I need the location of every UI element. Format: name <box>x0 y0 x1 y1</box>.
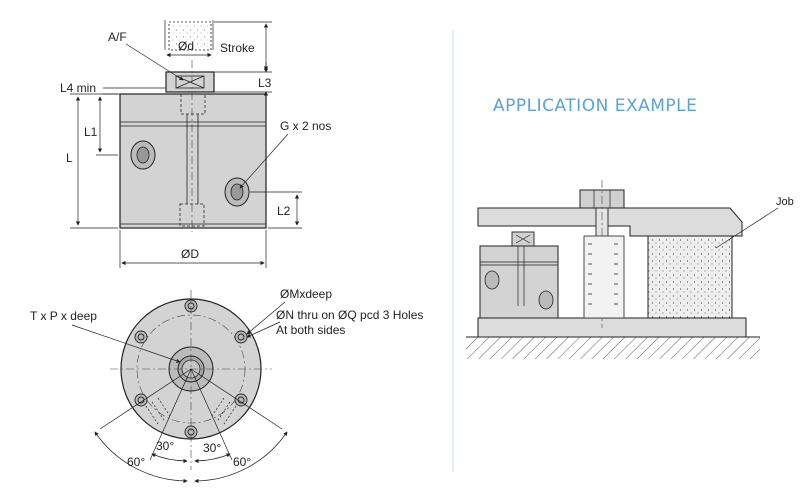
label-oD: ØD <box>181 247 199 261</box>
label-l4min: L4 min <box>60 81 96 95</box>
label-angle-30-right: 30° <box>203 441 221 455</box>
label-stroke: Stroke <box>220 41 255 55</box>
label-angle-60-right: 60° <box>233 455 251 469</box>
application-illustration: Job <box>466 180 794 359</box>
top-view: 30° 30° 60° 60° T x P x deep ØMxdeep ØN … <box>30 287 423 484</box>
label-both-sides: At both sides <box>276 323 345 337</box>
label-omx: ØMxdeep <box>280 287 332 301</box>
label-angle-30-left: 30° <box>156 439 174 453</box>
label-on-thru: ØN thru on ØQ pcd 3 Holes <box>276 308 423 322</box>
label-job: Job <box>776 196 794 208</box>
label-od: Ød <box>178 39 194 53</box>
label-l: L <box>66 151 73 165</box>
label-angle-60-left: 60° <box>127 455 145 469</box>
label-g-x-2: G x 2 nos <box>280 119 331 133</box>
label-txp: T x P x deep <box>30 309 97 323</box>
label-l1: L1 <box>84 125 98 139</box>
front-view: Ød Stroke L3 A/F L4 min L L1 G x 2 nos L… <box>60 20 331 268</box>
application-title: APPLICATION EXAMPLE <box>493 96 697 116</box>
label-l2: L2 <box>277 204 291 218</box>
label-af: A/F <box>108 30 127 44</box>
label-l3: L3 <box>258 76 272 90</box>
